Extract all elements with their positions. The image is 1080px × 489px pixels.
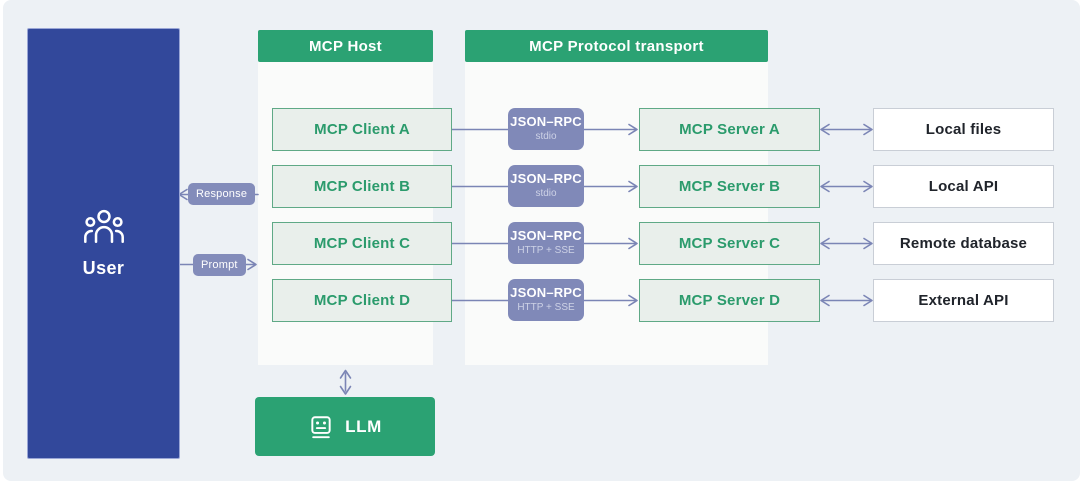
- jsonrpc-badge-c: JSON–RPC HTTP + SSE: [508, 222, 584, 264]
- mcp-client-d-node: MCP Client D: [272, 279, 452, 322]
- rpc-to-server-b-arrow: [583, 180, 638, 193]
- prompt-badge: Prompt: [193, 254, 246, 276]
- rpc-to-server-d-arrow: [583, 294, 638, 307]
- server-a-resource-double-arrow: [820, 123, 873, 136]
- llm-node: LLM: [255, 397, 435, 456]
- llm-label: LLM: [345, 416, 382, 436]
- rpc-to-server-c-arrow: [583, 237, 638, 250]
- host-llm-double-arrow: [339, 369, 352, 395]
- jsonrpc-badge-d: JSON–RPC HTTP + SSE: [508, 279, 584, 321]
- user-node: User: [27, 28, 180, 459]
- mcp-client-c-node: MCP Client C: [272, 222, 452, 265]
- jsonrpc-title: JSON–RPC: [510, 285, 582, 301]
- mcp-server-d-node: MCP Server D: [639, 279, 820, 322]
- mcp-server-a-node: MCP Server A: [639, 108, 820, 151]
- jsonrpc-subtitle: stdio: [535, 188, 557, 200]
- jsonrpc-title: JSON–RPC: [510, 114, 582, 130]
- resource-remote-database-node: Remote database: [873, 222, 1054, 265]
- server-d-resource-double-arrow: [820, 294, 873, 307]
- resource-external-api-node: External API: [873, 279, 1054, 322]
- server-c-resource-double-arrow: [820, 237, 873, 250]
- jsonrpc-subtitle: stdio: [535, 131, 557, 143]
- mcp-server-c-node: MCP Server C: [639, 222, 820, 265]
- mcp-server-b-node: MCP Server B: [639, 165, 820, 208]
- resource-local-api-node: Local API: [873, 165, 1054, 208]
- jsonrpc-title: JSON–RPC: [510, 228, 582, 244]
- server-b-resource-double-arrow: [820, 180, 873, 193]
- user-label: User: [82, 258, 125, 278]
- mcp-host-header: MCP Host: [258, 30, 433, 62]
- mcp-client-b-node: MCP Client B: [272, 165, 452, 208]
- jsonrpc-subtitle: HTTP + SSE: [517, 302, 575, 314]
- mcp-client-a-node: MCP Client A: [272, 108, 452, 151]
- jsonrpc-title: JSON–RPC: [510, 171, 582, 187]
- user-group-icon: [83, 209, 124, 244]
- jsonrpc-badge-a: JSON–RPC stdio: [508, 108, 584, 150]
- jsonrpc-badge-b: JSON–RPC stdio: [508, 165, 584, 207]
- robot-icon: [311, 415, 331, 438]
- jsonrpc-subtitle: HTTP + SSE: [517, 245, 575, 257]
- rpc-to-server-a-arrow: [583, 123, 638, 136]
- transport-header: MCP Protocol transport: [465, 30, 768, 62]
- resource-local-files-node: Local files: [873, 108, 1054, 151]
- response-badge: Response: [188, 183, 256, 205]
